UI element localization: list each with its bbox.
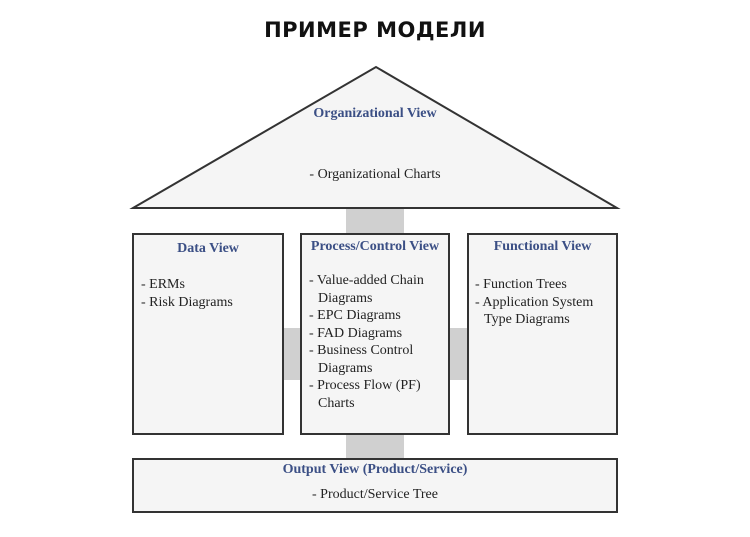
functional-view-box xyxy=(467,233,618,435)
page-title: ПРИМЕР МОДЕЛИ xyxy=(264,18,486,42)
connector-process-output xyxy=(346,434,404,459)
output-view: Output View (Product/Service) - Product/… xyxy=(133,459,617,512)
connector-roof-process xyxy=(346,208,404,234)
data-view-list: ERMs Risk Diagrams xyxy=(141,276,279,311)
list-item: ERMs xyxy=(141,276,279,294)
connector-data-process xyxy=(283,328,301,380)
data-view: Data View ERMs Risk Diagrams xyxy=(133,234,283,434)
organizational-item-text: Organizational Charts xyxy=(317,167,441,182)
organizational-view-heading: Organizational View xyxy=(313,106,437,121)
process-view-list: Value-added Chain Diagrams EPC Diagrams … xyxy=(309,272,445,412)
output-view-heading: Output View (Product/Service) xyxy=(282,462,468,477)
list-item: Business Control Diagrams xyxy=(309,342,445,377)
data-view-box xyxy=(132,233,284,435)
functional-view-heading: Functional View xyxy=(493,239,592,254)
process-view: Process/Control View Value-added Chain D… xyxy=(301,234,449,434)
list-item: EPC Diagrams xyxy=(309,307,445,325)
list-item: Value-added Chain Diagrams xyxy=(309,272,445,307)
list-item: FAD Diagrams xyxy=(309,325,445,343)
output-view-item: - Product/Service Tree xyxy=(312,487,438,502)
connector-process-functional xyxy=(449,328,468,380)
organizational-view: Organizational View - Organizational Cha… xyxy=(133,67,617,208)
organizational-view-item: - Organizational Charts xyxy=(309,167,441,182)
functional-view-list: Function Trees Application System Type D… xyxy=(475,276,615,329)
output-item-text: Product/Service Tree xyxy=(320,487,438,502)
list-item: Process Flow (PF) Charts xyxy=(309,377,445,412)
process-view-heading: Process/Control View xyxy=(310,239,440,254)
roof-triangle xyxy=(129,65,621,209)
list-item: Risk Diagrams xyxy=(141,294,279,312)
functional-view: Functional View Function Trees Applicati… xyxy=(468,234,617,434)
output-view-box xyxy=(132,458,618,513)
list-item: Function Trees xyxy=(475,276,615,294)
list-item: Application System Type Diagrams xyxy=(475,294,615,329)
data-view-heading: Data View xyxy=(177,241,239,256)
